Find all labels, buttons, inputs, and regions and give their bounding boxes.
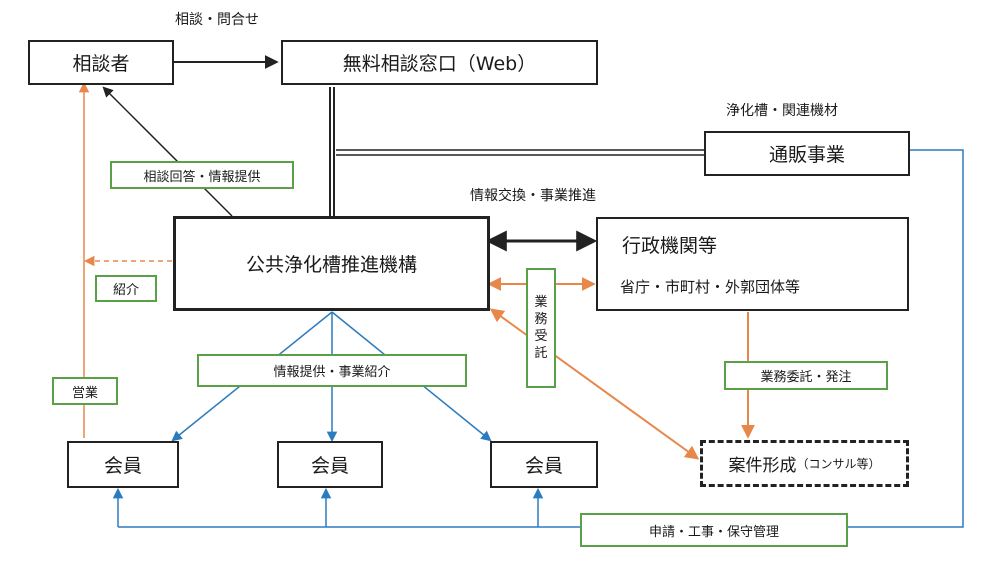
outsourced-char-1: 業 [534,295,548,310]
tag-introduce: 紹介 [95,275,157,302]
gov-title: 行政機関等 [622,235,718,257]
tag-sales: 営業 [52,377,118,405]
node-consultant: 相談者 [28,40,174,85]
project-main-text: 案件形成 [728,456,797,476]
line-mail-order-loop [118,149,964,528]
label-jokaso-materials: 浄化槽・関連機材 [726,103,838,119]
node-mail-order: 通販事業 [704,131,910,176]
arrow-center-project-orange [489,308,700,460]
tag-outsourced: 業 務 受 託 [526,268,556,388]
label-info-exchange: 情報交換・事業推進 [470,188,596,204]
arrow-center-to-consultant [102,86,233,217]
tag-application: 申請・工事・保守管理 [580,513,848,547]
label-consult-inquiry: 相談・問合せ [175,12,259,28]
node-center: 公共浄化槽推進機構 [173,216,490,311]
outsourced-char-4: 託 [534,346,548,361]
outsourced-char-3: 受 [534,329,548,344]
node-web-window: 無料相談窓口（Web） [281,40,598,85]
tag-answer-info: 相談回答・情報提供 [110,161,294,189]
node-member-1: 会員 [67,441,179,488]
outsourced-char-2: 務 [534,312,548,327]
gov-subtitle: 省庁・市町村・外郭団体等 [620,278,801,296]
node-government: 行政機関等 省庁・市町村・外郭団体等 [596,217,909,311]
project-paren-text: （コンサル等） [796,457,881,471]
tag-info-business: 情報提供・事業紹介 [197,354,467,387]
node-member-2: 会員 [277,441,383,488]
node-member-3: 会員 [490,441,598,488]
tag-commission: 業務委託・発注 [724,361,888,390]
node-project-formation: 案件形成（コンサル等） [700,440,909,487]
